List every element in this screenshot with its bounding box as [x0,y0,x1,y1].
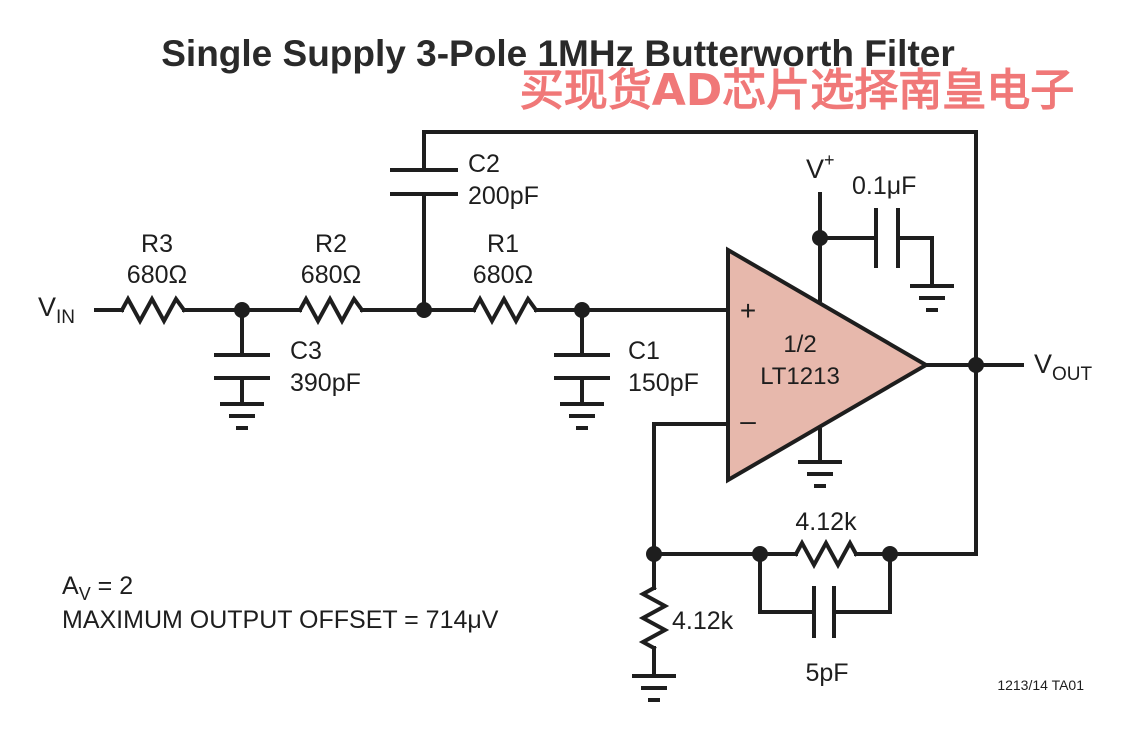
feedback-cap-value: 5pF [805,659,848,687]
r3-resistor-symbol [119,294,187,326]
c2-name: C2 [468,150,500,178]
node-dot-output [968,357,984,373]
opamp-label-line2: LT1213 [760,363,840,390]
r3-name: R3 [141,230,173,258]
c3-name: C3 [290,337,322,365]
feedback-resistor-symbol [793,538,859,570]
watermark-text: 买现货AD芯片选择南皇电子 [520,65,1075,116]
opamp-triangle [726,246,930,484]
figure-id: 1213/14 TA01 [997,677,1084,693]
vplus-label: V+ [806,150,835,184]
c1-name: C1 [628,337,660,365]
r1-resistor-symbol [471,294,539,326]
c1-value: 150pF [628,369,699,397]
ground-resistor-value: 4.12k [672,607,734,635]
c3-value: 390pF [290,369,361,397]
r2-name: R2 [315,230,347,258]
r2-resistor-symbol [297,294,365,326]
feedback-resistor-value: 4.12k [795,508,857,536]
c2-feedback-loop [390,130,978,556]
r1-name: R1 [487,230,519,258]
opamp-label-line1: 1/2 [783,331,816,358]
r3-value: 680Ω [127,261,187,289]
figure-title: Single Supply 3-Pole 1MHz Butterworth Fi… [161,33,955,74]
vin-label: VIN [38,292,75,328]
offset-note: MAXIMUM OUTPUT OFFSET = 714μV [62,606,499,634]
opamp-plus-sign: + [740,295,756,326]
vout-label: VOUT [1034,349,1093,385]
gain-note: AV = 2 [62,572,133,604]
r2-value: 680Ω [301,261,361,289]
inverting-feedback-network [632,422,978,702]
r1-value: 680Ω [473,261,533,289]
c2-value: 200pF [468,182,539,210]
ground-resistor-symbol [638,585,670,651]
supply-decoupling [812,192,954,312]
opamp-ground [798,428,842,488]
c1-capacitor-symbol [554,308,610,430]
input-signal-path [94,294,730,326]
opamp-minus-sign: – [740,405,756,436]
c3-capacitor-symbol [214,308,270,430]
decoupling-cap-value: 0.1μF [852,172,916,200]
